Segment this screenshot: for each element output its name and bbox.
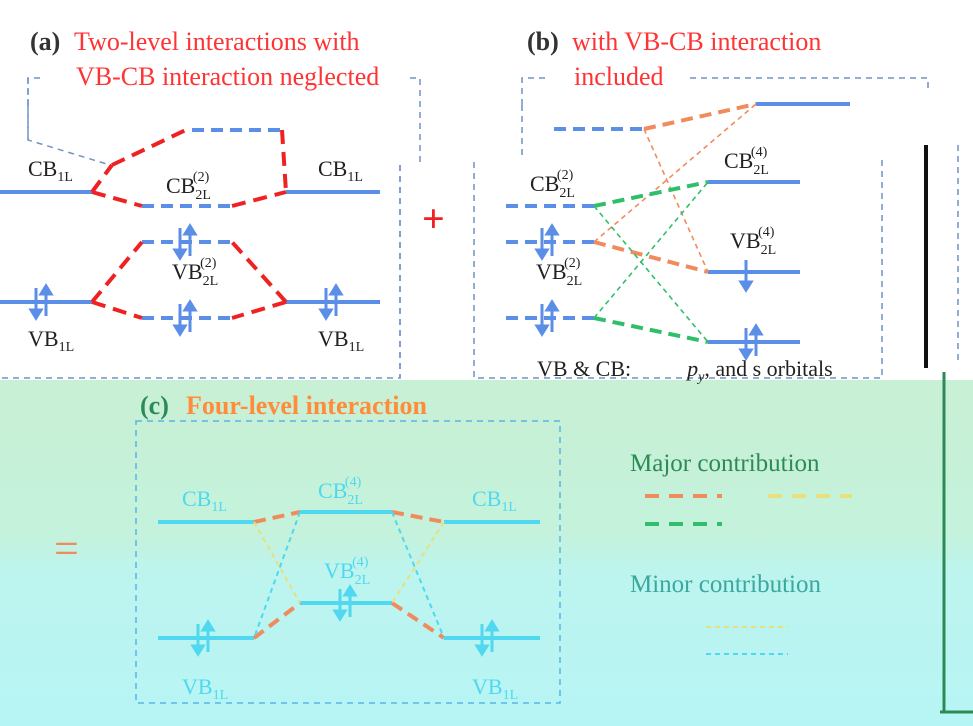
panel-a-title-line1: Two-level interactions with	[74, 27, 360, 56]
cb-1l-left-label: CB1L	[28, 156, 73, 185]
legend-major-label: Major contribution	[630, 450, 820, 477]
electron-arrows-c	[190, 584, 500, 657]
c-cb-1l-left-label: CB1L	[182, 486, 227, 515]
legend-minor-label: Minor contribution	[630, 571, 821, 598]
c-vb-1l-right-label: VB1L	[472, 674, 518, 703]
panel-b-box	[473, 77, 929, 379]
orange-interaction-lines	[593, 102, 757, 274]
b-cb-2l-2-label: CB2L(2)	[530, 168, 575, 201]
panel-b-tag: (b)	[527, 27, 559, 56]
panel-c-box	[135, 420, 561, 704]
panel-c-background	[0, 380, 973, 726]
c-orange-lines	[252, 510, 446, 640]
panel-a-tag: (a)	[30, 27, 60, 56]
c-cb-1l-right-label: CB1L	[472, 486, 517, 515]
orbitals-note: VB & CB:py, and s orbitals	[537, 356, 833, 385]
green-interaction-lines	[593, 180, 709, 344]
b-vb-2l-4-label: VB2L(4)	[730, 225, 776, 258]
panel-c-title: Four-level interaction	[186, 391, 427, 420]
panel-b: (b) with VB-CB interaction included	[473, 27, 929, 385]
b-vb-2l-2-label: VB2L(2)	[536, 256, 582, 289]
panel-c: (c) Four-level interaction	[135, 391, 561, 704]
cb-2l-2-label: CB2L(2)	[166, 170, 211, 203]
panel-a: (a) Two-level interactions with VB-CB in…	[0, 27, 421, 379]
panel-c-tag: (c)	[140, 391, 169, 420]
c-vb-1l-left-label: VB1L	[182, 674, 228, 703]
c-cb-2l-4-label: CB2L(4)	[318, 475, 363, 508]
electron-arrows-b	[534, 223, 764, 361]
equals-operator: =	[54, 524, 79, 573]
red-interaction-lines	[90, 126, 288, 320]
c-minor-lines	[253, 511, 445, 639]
c-vb-2l-4-label: VB2L(4)	[324, 555, 370, 588]
b-cb-2l-4-label: CB2L(4)	[724, 145, 769, 178]
panel-a-box	[0, 77, 421, 379]
vb-1l-left-label: VB1L	[28, 326, 74, 355]
vb-2l-2-label: VB2L(2)	[172, 256, 218, 289]
panel-b-title-line2: included	[574, 62, 664, 91]
electron-arrows-a	[28, 223, 344, 337]
plus-operator: +	[422, 196, 445, 241]
panel-b-title-line1: with VB-CB interaction	[572, 27, 821, 56]
cb-1l-right-label: CB1L	[318, 156, 363, 185]
legend: Major contribution Minor contribution	[630, 450, 852, 655]
panel-a-title-line2: VB-CB interaction neglected	[76, 62, 379, 91]
vb-1l-right-label: VB1L	[318, 326, 364, 355]
